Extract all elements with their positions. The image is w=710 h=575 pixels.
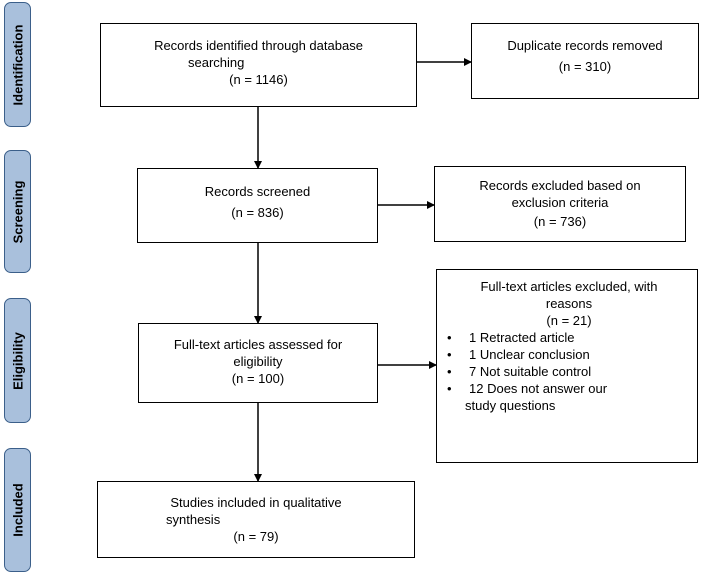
box-count: (n = 736): [533, 214, 587, 229]
box-line: Studies included in qualitative: [170, 495, 342, 510]
box-line: exclusion criteria: [511, 195, 609, 210]
box-count: (n = 21): [546, 313, 592, 328]
records-excluded-box: Records excluded based on exclusion crit…: [434, 166, 686, 242]
box-line: Full-text articles assessed for: [173, 337, 343, 352]
box-line: Records identified through database: [154, 38, 363, 53]
records-identified-box: Records identified through database sear…: [100, 23, 417, 107]
exclusion-reasons-list: 1 Retracted article 1 Unclear conclusion…: [441, 329, 697, 397]
studies-included-box: Studies included in qualitative synthesi…: [97, 481, 415, 558]
box-line: Duplicate records removed: [507, 38, 663, 53]
reason-item: 1 Unclear conclusion: [447, 346, 697, 363]
reason-item: 12 Does not answer our: [447, 380, 697, 397]
reason-item: 7 Not suitable control: [447, 363, 697, 380]
fulltext-excluded-box: Full-text articles excluded, with reason…: [436, 269, 698, 463]
reason-item-continuation: study questions: [465, 398, 556, 413]
box-count: (n = 836): [231, 205, 284, 220]
fulltext-assessed-box: Full-text articles assessed for eligibil…: [138, 323, 378, 403]
records-screened-box: Records screened (n = 836): [137, 168, 378, 243]
phase-eligibility: Eligibility: [4, 298, 31, 423]
duplicates-removed-box: Duplicate records removed (n = 310): [471, 23, 699, 99]
box-line: Full-text articles excluded, with: [480, 279, 658, 294]
box-line: searching: [188, 55, 245, 70]
box-line: synthesis: [166, 512, 221, 527]
reason-item: 1 Retracted article: [447, 329, 697, 346]
box-line: Records screened: [204, 184, 311, 199]
box-count: (n = 310): [558, 59, 612, 74]
phase-screening: Screening: [4, 150, 31, 273]
phase-identification: Identification: [4, 2, 31, 127]
phase-included: Included: [4, 448, 31, 572]
box-count: (n = 1146): [229, 72, 288, 87]
box-line: Records excluded based on: [479, 178, 641, 193]
box-count: (n = 100): [231, 371, 285, 386]
box-line: reasons: [545, 296, 593, 311]
box-count: (n = 79): [233, 529, 279, 544]
box-line: eligibility: [233, 354, 283, 369]
